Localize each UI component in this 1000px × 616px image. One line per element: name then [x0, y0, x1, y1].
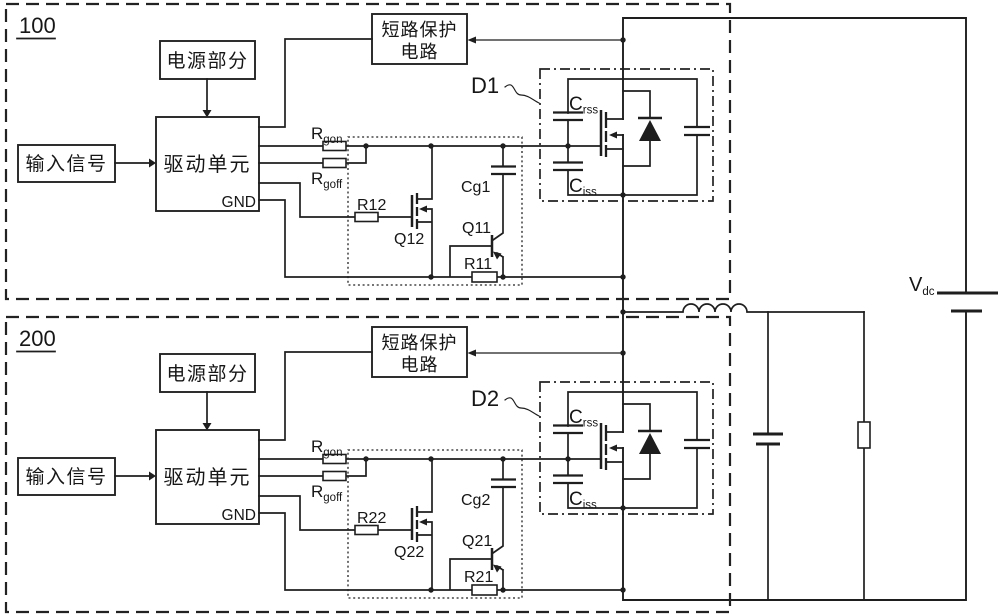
- output-capacitor: [753, 432, 783, 446]
- aux-bjt-label: Q11: [462, 220, 491, 237]
- load-resistor: [857, 421, 871, 449]
- power-supply-label: 电源部分: [166, 363, 248, 385]
- aux-resistor-1: [354, 211, 379, 223]
- gate-on-resistor: [322, 140, 347, 152]
- junction-dots: [363, 350, 626, 593]
- block-label: 100: [19, 13, 56, 38]
- crss-capacitor-symbol: [553, 424, 583, 435]
- gate-off-resistor-label: Rgoff: [311, 482, 343, 504]
- ciss-label: Ciss: [569, 489, 597, 512]
- mosfet-module-box: [539, 68, 714, 202]
- block-boundary: [4, 2, 732, 301]
- gate-on-resistor-label: Rgon: [311, 437, 342, 459]
- input-arrow-icon: [149, 158, 156, 168]
- clamp-subcircuit-box: [347, 449, 523, 599]
- aux-mosfet-label: Q22: [394, 544, 424, 561]
- block-100: 100 电源部分 输入信号 驱动单元 GND 短路保护 电路: [4, 2, 732, 301]
- bjt-emitter-arrow-icon: [493, 564, 502, 573]
- junction-dots: [363, 37, 626, 280]
- gate-capacitor-label: Cg2: [461, 492, 490, 509]
- module-leader-line: [504, 397, 540, 417]
- bjt-emitter-arrow-icon: [493, 251, 502, 260]
- aux-bjt-symbol: [490, 235, 502, 260]
- protection-arrow-icon: [467, 36, 476, 44]
- dc-bus-wire: [622, 17, 967, 601]
- input-signal-label: 输入信号: [25, 153, 107, 175]
- protection-label-line2: 电路: [401, 355, 439, 375]
- driver-unit-box: [155, 116, 260, 212]
- aux-mosfet-symbol: [410, 193, 427, 229]
- module-output-capacitor-symbol: [684, 125, 710, 137]
- protection-label-line1: 短路保护: [382, 333, 458, 353]
- gate-off-resistor: [322, 470, 347, 482]
- vdc-label: Vdc: [909, 274, 935, 298]
- module-mosfet-symbol: [599, 423, 617, 470]
- module-label: D2: [471, 386, 499, 411]
- aux-bjt-symbol: [490, 548, 502, 573]
- aux-resistor-1-label: R12: [357, 197, 386, 214]
- gate-capacitor-label: Cg1: [461, 179, 490, 196]
- ciss-label: Ciss: [569, 176, 597, 199]
- input-signal-label: 输入信号: [25, 466, 107, 488]
- ciss-capacitor-symbol: [553, 474, 583, 485]
- ciss-capacitor-symbol: [553, 161, 583, 172]
- phase-node-dot: [620, 309, 626, 315]
- aux-resistor-2-label: R11: [464, 256, 492, 273]
- protection-label-line1: 短路保护: [382, 20, 458, 40]
- mosfet-arrow-icon: [609, 131, 617, 139]
- crss-label: Crss: [569, 407, 598, 430]
- short-circuit-protection-box: [371, 13, 468, 65]
- power-arrow-icon: [202, 423, 212, 431]
- protection-label-line2: 电路: [401, 42, 439, 62]
- aux-resistor-2: [471, 271, 498, 283]
- body-diode-symbol: [638, 429, 662, 454]
- module-output-capacitor-symbol: [684, 438, 710, 450]
- gate-off-resistor-label: Rgoff: [311, 169, 343, 191]
- module-mosfet-symbol: [599, 110, 617, 157]
- mosfet-module-box: [539, 381, 714, 515]
- mosfet-arrow-icon: [419, 518, 427, 526]
- aux-resistor-1: [354, 524, 379, 536]
- driver-unit-box: [155, 429, 260, 525]
- module-leader-line: [504, 84, 540, 104]
- aux-resistor-2: [471, 584, 498, 596]
- module-label: D1: [471, 73, 499, 98]
- crss-capacitor-symbol: [553, 111, 583, 122]
- clamp-subcircuit-box: [347, 136, 523, 286]
- body-diode-symbol: [638, 116, 662, 141]
- mosfet-arrow-icon: [419, 205, 427, 213]
- aux-mosfet-label: Q12: [394, 231, 424, 248]
- block-200: 200 电源部分 输入信号 驱动单元 GND 短路保护 电路: [4, 315, 732, 614]
- gate-capacitor-symbol: [491, 478, 516, 489]
- gate-on-resistor: [322, 453, 347, 465]
- gate-capacitor-symbol: [491, 165, 516, 176]
- input-signal-box: [17, 457, 116, 496]
- aux-mosfet-symbol: [410, 506, 427, 542]
- aux-resistor-2-label: R21: [464, 569, 493, 586]
- power-arrow-icon: [202, 110, 212, 118]
- aux-resistor-1-label: R22: [357, 510, 386, 527]
- driver-unit-label: 驱动单元: [164, 153, 252, 176]
- gate-off-resistor: [322, 157, 347, 169]
- gnd-label: GND: [222, 194, 256, 211]
- crss-label: Crss: [569, 94, 598, 117]
- protection-arrow-icon: [467, 349, 476, 357]
- short-circuit-protection-box: [371, 326, 468, 378]
- aux-bjt-label: Q21: [462, 533, 492, 550]
- output-inductor: [622, 303, 865, 313]
- power-supply-box: [159, 353, 256, 393]
- power-supply-label: 电源部分: [166, 50, 248, 72]
- dc-bus-and-output: Vdc: [620, 17, 998, 601]
- gnd-label: GND: [222, 507, 256, 524]
- block-label: 200: [19, 326, 56, 351]
- block-boundary: [4, 315, 732, 614]
- mosfet-arrow-icon: [609, 444, 617, 452]
- driver-unit-label: 驱动单元: [164, 466, 252, 489]
- input-arrow-icon: [149, 471, 156, 481]
- gate-on-resistor-label: Rgon: [311, 124, 342, 146]
